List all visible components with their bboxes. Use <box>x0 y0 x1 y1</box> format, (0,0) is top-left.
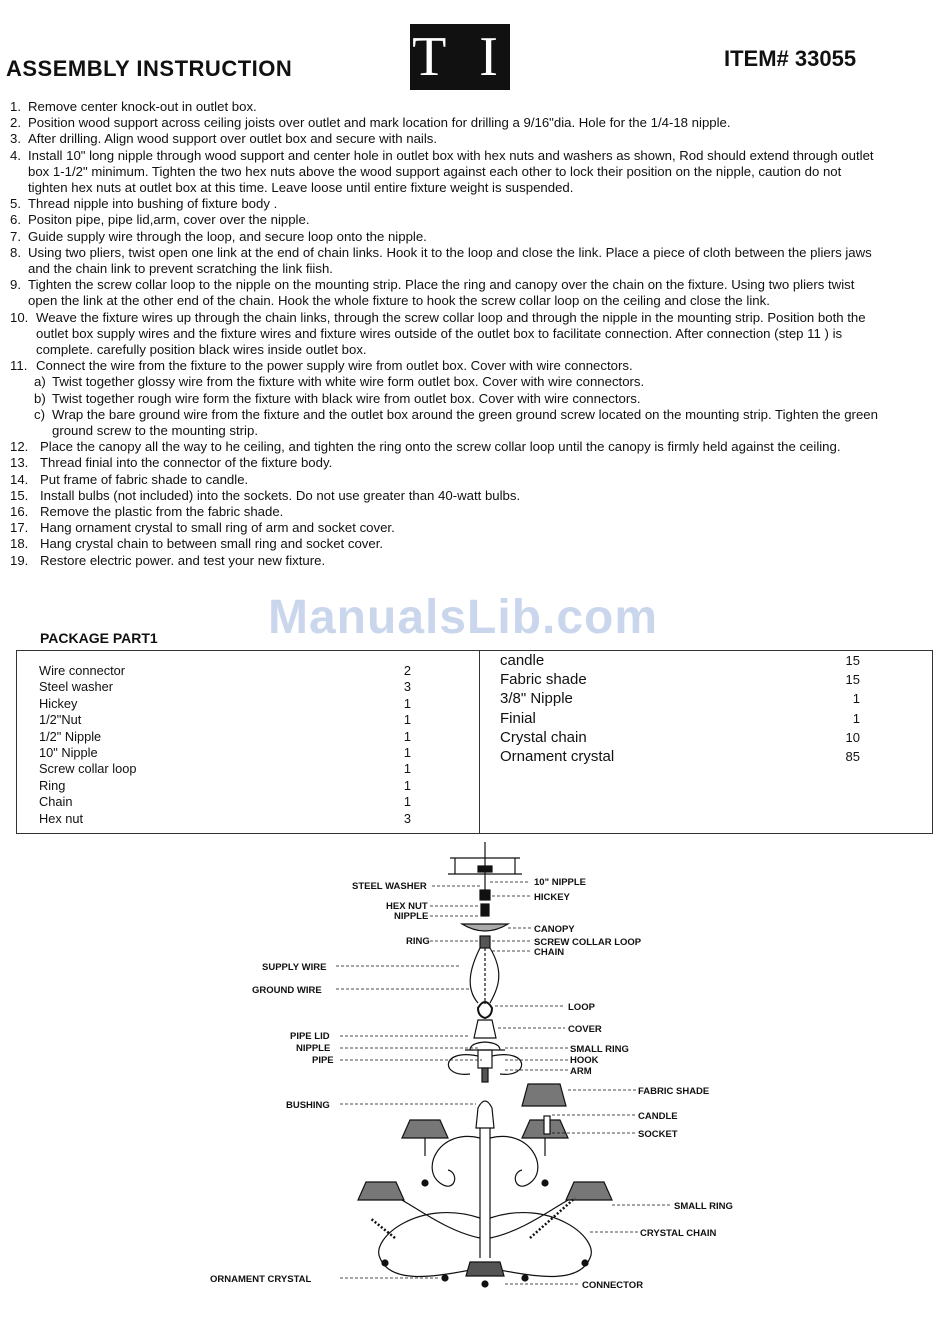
step-item: 16.Remove the plastic from the fabric sh… <box>10 504 284 520</box>
step-item: 14.Put frame of fabric shade to candle. <box>10 471 249 487</box>
step-item: 9.Tighten the screw collar loop to the n… <box>10 277 855 309</box>
label-ring: RING <box>406 936 430 947</box>
step-item: 8.Using two pliers, twist open one link … <box>10 244 872 277</box>
step-item: 13.Thread finial into the connector of t… <box>10 455 333 471</box>
label-candle: CANDLE <box>638 1111 678 1122</box>
step-item: 6.Positon pipe, pipe lid,arm, cover over… <box>10 212 310 228</box>
label-nipple-2: NIPPLE <box>296 1043 330 1054</box>
label-pipe: PIPE <box>312 1055 334 1066</box>
step-item: 1.Remove center knock-out in outlet box. <box>10 99 257 114</box>
label-steel-washer: STEEL WASHER <box>352 881 427 892</box>
step-item: 15.Install bulbs (not included) into the… <box>10 487 521 503</box>
step-item: 5.Thread nipple into bushing of fixture … <box>10 196 278 212</box>
substep-item: c)Wrap the bare ground wire from the fix… <box>34 406 878 439</box>
substep-item: b)Twist together rough wire form the fix… <box>34 390 641 406</box>
step-item: 7.Guide supply wire through the loop, an… <box>10 228 427 244</box>
page-title: ASSEMBLY INSTRUCTION <box>6 56 293 81</box>
label-crystal-chain: CRYSTAL CHAIN <box>640 1228 716 1239</box>
label-hook: HOOK <box>570 1055 599 1066</box>
label-ground-wire: GROUND WIRE <box>252 985 322 996</box>
label-10-nipple: 10" NIPPLE <box>534 877 586 888</box>
step-item: 2.Position wood support across ceiling j… <box>10 115 731 131</box>
label-small-ring: SMALL RING <box>570 1044 629 1055</box>
label-supply-wire: SUPPLY WIRE <box>262 962 326 973</box>
label-fabric-shade: FABRIC SHADE <box>638 1086 709 1097</box>
package-title: PACKAGE PART1 <box>40 630 158 646</box>
label-bushing: BUSHING <box>286 1100 330 1111</box>
table-divider <box>479 651 480 833</box>
label-nipple: NIPPLE <box>394 911 428 922</box>
step-item: 12.Place the canopy all the way to he ce… <box>10 439 841 455</box>
label-pipe-lid: PIPE LID <box>290 1031 330 1042</box>
step-item: 18.Hang crystal chain to between small r… <box>10 536 384 552</box>
step-item: 19.Restore electric power. and test your… <box>10 552 326 568</box>
label-cover: COVER <box>568 1024 602 1035</box>
label-screw-collar-loop: SCREW COLLAR LOOP <box>534 937 642 948</box>
chandelier-exploded-diagram: STEEL WASHER 10" NIPPLE HICKEY HEX NUT N… <box>210 842 733 1291</box>
label-hex-nut: HEX NUT <box>386 901 428 912</box>
label-chain: CHAIN <box>534 947 564 958</box>
step-item: 3.After drilling. Align wood support ove… <box>10 131 438 147</box>
substep-item: a)Twist together glossy wire from the fi… <box>34 374 645 390</box>
brand-logo: T I <box>410 24 510 90</box>
label-small-ring-2: SMALL RING <box>674 1201 733 1212</box>
step-item: 4.Install 10" long nipple through wood s… <box>10 147 874 196</box>
label-ornament-crystal: ORNAMENT CRYSTAL <box>210 1274 312 1285</box>
label-connector: CONNECTOR <box>582 1280 643 1291</box>
step-item: 17.Hang ornament crystal to small ring o… <box>10 520 395 536</box>
step-item: 10.Weave the fixture wires up through th… <box>10 309 866 358</box>
label-canopy: CANOPY <box>534 924 575 935</box>
item-number: ITEM# 33055 <box>724 46 857 71</box>
label-loop: LOOP <box>568 1002 596 1013</box>
instruction-steps: 1.Remove center knock-out in outlet box.… <box>10 99 880 569</box>
label-arm: ARM <box>570 1066 592 1077</box>
watermark: ManualsLib.com <box>268 591 659 644</box>
step-item: 11.Connect the wire from the fixture to … <box>10 358 633 374</box>
label-hickey: HICKEY <box>534 892 571 903</box>
label-socket: SOCKET <box>638 1129 678 1140</box>
